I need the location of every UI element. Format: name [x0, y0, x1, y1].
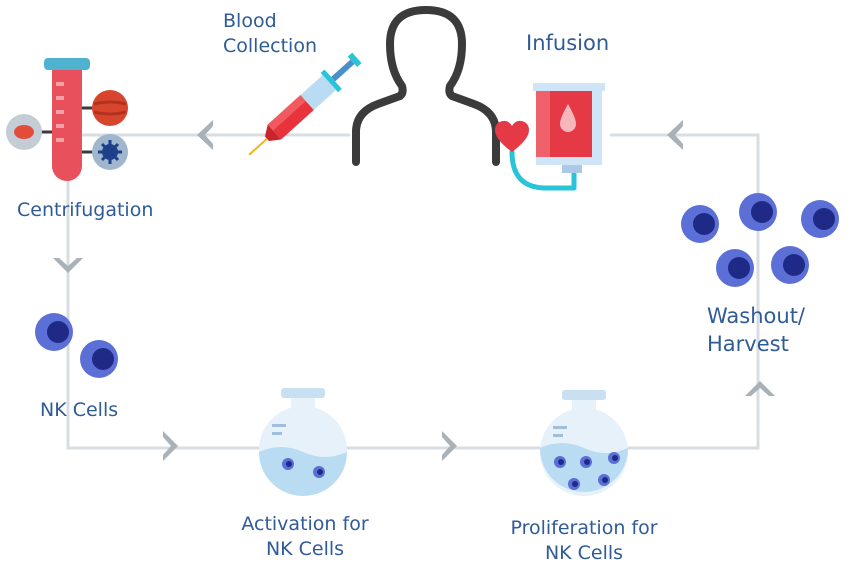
washout-harvest-label: Washout/ Harvest	[707, 302, 805, 358]
blood-collection-label: Blood Collection	[223, 9, 317, 59]
centrifugation-label: Centrifugation	[17, 199, 154, 221]
test-tube-icon	[6, 58, 128, 181]
arrow-down-icon	[53, 258, 83, 273]
flask-icon	[540, 390, 628, 496]
nk-cell-icon	[801, 200, 839, 238]
nk-cell-icon	[739, 193, 777, 231]
proliferation-label: Proliferation for NK Cells	[499, 516, 669, 566]
blood-collection-line-1: Blood	[223, 10, 277, 32]
nk-cell-icon	[716, 249, 754, 287]
proliferation-line-1: Proliferation for	[510, 517, 658, 539]
activation-line-2: NK Cells	[265, 538, 345, 560]
proliferation-line-2: NK Cells	[544, 542, 624, 564]
arrow-up-icon	[745, 381, 775, 396]
nk-cell-icon	[681, 205, 719, 243]
infusion-label: Infusion	[526, 31, 610, 55]
washout-line-2: Harvest	[707, 332, 789, 356]
nk-cell-icon	[771, 246, 809, 284]
blood-collection-line-2: Collection	[223, 35, 317, 57]
arrow-left-top-icon	[197, 120, 213, 150]
nk-cells-group	[35, 313, 118, 378]
person-icon	[352, 6, 500, 166]
flow-loop-line	[66, 133, 760, 450]
syringe-icon	[248, 52, 362, 156]
arrow-right-2-icon	[442, 431, 457, 461]
nk-cell-icon	[80, 340, 118, 378]
activation-label: Activation for NK Cells	[225, 512, 385, 562]
activation-line-1: Activation for	[241, 513, 369, 535]
arrow-right-1-icon	[163, 431, 178, 461]
nk-cell-icon	[35, 313, 73, 351]
arrow-left-top-right-icon	[667, 120, 683, 150]
flow-arrows	[53, 120, 775, 461]
flask-icon	[259, 388, 347, 496]
nk-cells-label: NK Cells	[40, 399, 119, 421]
washout-line-1: Washout/	[707, 304, 806, 328]
heart-icon	[495, 120, 529, 152]
blood-bag-icon	[495, 83, 605, 191]
harvest-cells-group	[681, 193, 839, 287]
